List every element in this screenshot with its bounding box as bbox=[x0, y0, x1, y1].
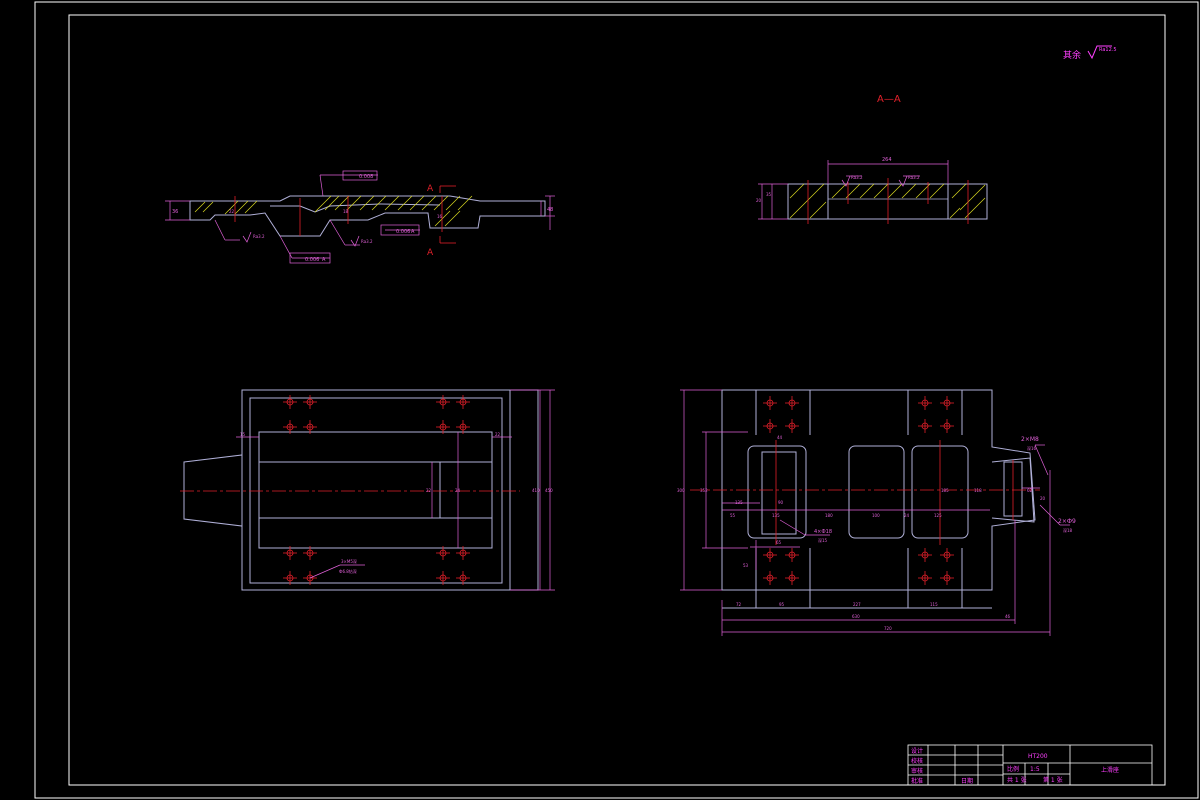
dim-aa-1: 20 bbox=[756, 198, 762, 203]
dim-pl-6: 22 bbox=[426, 488, 432, 493]
roughness-symbol bbox=[1087, 45, 1112, 60]
dim-pr-10: 135 bbox=[735, 500, 743, 505]
dim-pr-21: 46 bbox=[1005, 614, 1011, 619]
dim-aa-2: 35 bbox=[766, 192, 772, 197]
tb-row-3: 审核 bbox=[911, 767, 923, 775]
rough-3: Ra3.2 bbox=[851, 175, 863, 180]
dim-s1: 36 bbox=[172, 209, 178, 215]
dim-s4: 18 bbox=[343, 209, 349, 214]
tol-3-ref: A bbox=[411, 229, 415, 235]
dim-pl-5: 24 bbox=[455, 488, 461, 493]
section-a-a: 264 20 35 Ra3.2 Ra3.2 bbox=[756, 157, 988, 224]
dim-pr-8: 125 bbox=[934, 513, 942, 518]
rough-2: Ra3.2 bbox=[361, 239, 373, 244]
note-roughness: Ra12.5 bbox=[1099, 47, 1117, 53]
dim-s3: 22 bbox=[229, 209, 235, 214]
hole-note-2: Ф6.8钻深 bbox=[339, 568, 357, 574]
dim-pr-2: 352 bbox=[700, 488, 708, 493]
dim-pr-6: 100 bbox=[872, 513, 880, 518]
tol-3: 0.006 bbox=[396, 229, 410, 235]
hole-note-4: 深15 bbox=[818, 537, 828, 543]
rough-1: Ra3.2 bbox=[253, 234, 265, 239]
dim-pr-18: 227 bbox=[853, 602, 861, 607]
tb-material: HT200 bbox=[1028, 753, 1048, 760]
dim-pr-17: 95 bbox=[779, 602, 785, 607]
tb-sheets: 共 1 张 bbox=[1007, 776, 1027, 784]
tol-2-ref: A bbox=[322, 257, 326, 263]
hole-note-3: 4×Ф18 bbox=[814, 529, 832, 535]
section-title: A—A bbox=[877, 94, 901, 105]
dim-pr-24: 20 bbox=[1040, 496, 1046, 501]
dim-pr-11: 185 bbox=[941, 488, 949, 493]
dim-pr-22: 720 bbox=[884, 626, 892, 631]
dim-pl-4: 450 bbox=[545, 488, 553, 493]
tb-row-2: 校核 bbox=[911, 757, 923, 765]
plan-view-left: 15 22 410 450 24 22 3×M5深 Ф6.8钻深 bbox=[180, 389, 555, 591]
section-mark-bottom: A bbox=[427, 248, 434, 258]
rough-4: Ra3.2 bbox=[908, 175, 920, 180]
dim-pr-7: 24 bbox=[904, 513, 910, 518]
outer-frame bbox=[34, 1, 1199, 799]
hole-note-5: 2×M8 bbox=[1021, 436, 1039, 443]
dim-s5: 16 bbox=[437, 214, 443, 219]
dim-aa-width: 264 bbox=[882, 157, 892, 163]
plan-view-right: 300 352 55 135 180 100 24 125 90 135 185… bbox=[677, 389, 1076, 636]
hole-note-7: 2×Ф9 bbox=[1058, 518, 1076, 525]
dim-pr-4: 135 bbox=[772, 513, 780, 518]
dim-pr-16: 72 bbox=[736, 602, 742, 607]
hole-note-1: 3×M5深 bbox=[341, 558, 357, 564]
tb-scale: 1:5 bbox=[1030, 766, 1040, 773]
hole-note-6: 深16 bbox=[1027, 445, 1037, 451]
dim-pr-3: 55 bbox=[730, 513, 736, 518]
tb-date-label: 日期 bbox=[961, 777, 973, 785]
dim-pr-9: 90 bbox=[778, 500, 784, 505]
tb-sheet: 第 1 张 bbox=[1043, 776, 1063, 784]
tb-row-1: 设计 bbox=[911, 747, 923, 755]
hole-note-8: 深18 bbox=[1063, 527, 1073, 533]
dim-s2: 48 bbox=[547, 207, 553, 213]
dim-pr-5: 180 bbox=[825, 513, 833, 518]
inner-frame bbox=[68, 14, 1166, 786]
roughness-note: 其余 Ra12.5 bbox=[1063, 45, 1117, 61]
tb-part-name: 上滑座 bbox=[1101, 766, 1119, 774]
dim-pr-1: 300 bbox=[677, 488, 685, 493]
dim-pr-25: 62 bbox=[1027, 488, 1033, 493]
dim-pr-15: 65 bbox=[776, 540, 782, 545]
dim-pl-2: 22 bbox=[495, 432, 501, 437]
longitudinal-section: 0.008 0.006 A 0.006 A Ra3.2 Ra3.2 36 48 … bbox=[165, 170, 555, 264]
dim-pl-1: 15 bbox=[240, 432, 246, 437]
tb-row-4: 批准 bbox=[911, 777, 923, 785]
dim-pr-13: 44 bbox=[777, 435, 783, 440]
dim-pr-12: 118 bbox=[974, 488, 982, 493]
tol-1: 0.008 bbox=[359, 174, 373, 180]
section-mark-top: A bbox=[427, 184, 434, 194]
dim-pr-20: 630 bbox=[852, 614, 860, 619]
dim-pr-19: 115 bbox=[930, 602, 938, 607]
title-block bbox=[907, 744, 1153, 786]
dim-pr-14: 53 bbox=[743, 563, 749, 568]
note-label: 其余 bbox=[1063, 49, 1081, 61]
tb-scale-label: 比例 bbox=[1007, 765, 1019, 773]
dim-pl-3: 410 bbox=[532, 488, 540, 493]
tol-2: 0.006 bbox=[305, 257, 319, 263]
